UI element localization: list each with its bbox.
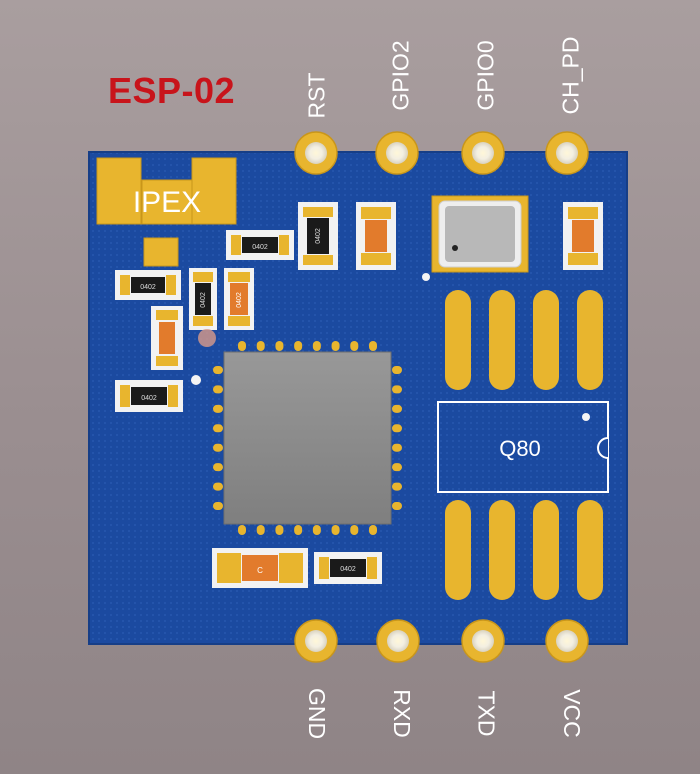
top-pin-pads: [294, 131, 589, 175]
pad-gpio2-hole: [386, 142, 408, 164]
smd-label-r6: 0402: [141, 395, 157, 402]
chip-pad-bottom: [238, 525, 246, 535]
chip-pad-top: [238, 341, 246, 351]
smd-label-r3: 0402: [236, 292, 243, 308]
chip-pad-top: [369, 341, 377, 351]
chip-pad-right: [392, 482, 402, 491]
chip-pad-left: [213, 502, 223, 510]
chip-pad-bottom: [275, 525, 284, 535]
chip-pad-top: [275, 341, 284, 351]
chip-pad-top: [312, 341, 321, 351]
fiducial-2: [191, 375, 201, 385]
smd-capacitor-9: [563, 202, 603, 270]
pad-vcc-hole: [556, 630, 578, 652]
flash-chip-outline: Q80: [437, 401, 609, 493]
smd-resistor-1: 0402: [115, 270, 181, 300]
flash-pads-bottom: [445, 500, 603, 600]
smd-capacitor-5: [151, 306, 183, 370]
chip-pad-left: [213, 482, 223, 491]
smd-label-r2: 0402: [200, 292, 207, 308]
antenna-label: IPEX: [133, 186, 201, 219]
chip-pad-top: [350, 341, 359, 351]
chip-pad-bottom: [294, 525, 303, 535]
smd-resistor-6: 0402: [115, 380, 183, 412]
smd-resistor-bottom: 0402: [314, 552, 382, 584]
pad-gnd-hole: [305, 630, 327, 652]
smd-resistor-4: 0402: [226, 230, 294, 260]
chip-pad-right: [392, 366, 402, 374]
chip-pad-left: [213, 443, 223, 452]
smd-capacitor-3: 0402: [224, 268, 254, 330]
chip-pad-left: [213, 424, 223, 433]
chip-pad-bottom: [350, 525, 359, 535]
pad-gpio0-hole: [472, 142, 494, 164]
smd-resistor-2: 0402: [189, 268, 217, 330]
pad-ch-pd-hole: [556, 142, 578, 164]
chip-pad-right: [392, 443, 402, 452]
chip-pad-left: [213, 404, 223, 413]
pad-rst-hole: [305, 142, 327, 164]
smd-resistor-7: 0402: [298, 202, 338, 270]
antenna-ground-pad: [143, 237, 179, 267]
pad-rxd-hole: [387, 630, 409, 652]
crystal-oscillator: [431, 195, 529, 273]
chip-pad-top: [294, 341, 303, 351]
smd-label-r7: 0402: [315, 228, 322, 244]
smd-capacitor-bottom: C: [212, 548, 308, 588]
flash-pads-top: [445, 290, 603, 390]
chip-pad-right: [392, 424, 402, 433]
chip-pad-left: [213, 366, 223, 374]
chip-pad-right: [392, 463, 402, 472]
fiducial-1: [422, 273, 430, 281]
chip-pad-top: [331, 341, 340, 351]
svg-text:C: C: [257, 566, 263, 575]
chip-pin1-marker: [198, 329, 216, 347]
chip-pad-bottom: [369, 525, 377, 535]
esp8266-chip-body: [223, 351, 392, 525]
antenna-pad-center: [141, 179, 193, 225]
module-title: ESP-02: [108, 70, 236, 111]
chip-pad-right: [392, 404, 402, 413]
chip-pad-bottom: [331, 525, 340, 535]
smd-capacitor-8: [356, 202, 396, 270]
chip-pad-right: [392, 502, 402, 510]
chip-pad-bottom: [256, 525, 265, 535]
smd-label-r-bottom: 0402: [340, 566, 356, 573]
chip-pad-bottom: [312, 525, 321, 535]
chip-pad-left: [213, 385, 223, 394]
antenna-pad-left: [96, 157, 142, 225]
bottom-pin-pads: [294, 619, 589, 663]
chip-pad-right: [392, 385, 402, 394]
esp8266-chip: [213, 341, 402, 535]
smd-label-r4: 0402: [252, 244, 268, 251]
pad-txd-hole: [472, 630, 494, 652]
antenna-pad-right: [191, 157, 237, 225]
smd-label-r1: 0402: [140, 284, 156, 291]
chip-pad-left: [213, 463, 223, 472]
crystal-label: Q80: [499, 436, 541, 461]
chip-pad-top: [256, 341, 265, 351]
